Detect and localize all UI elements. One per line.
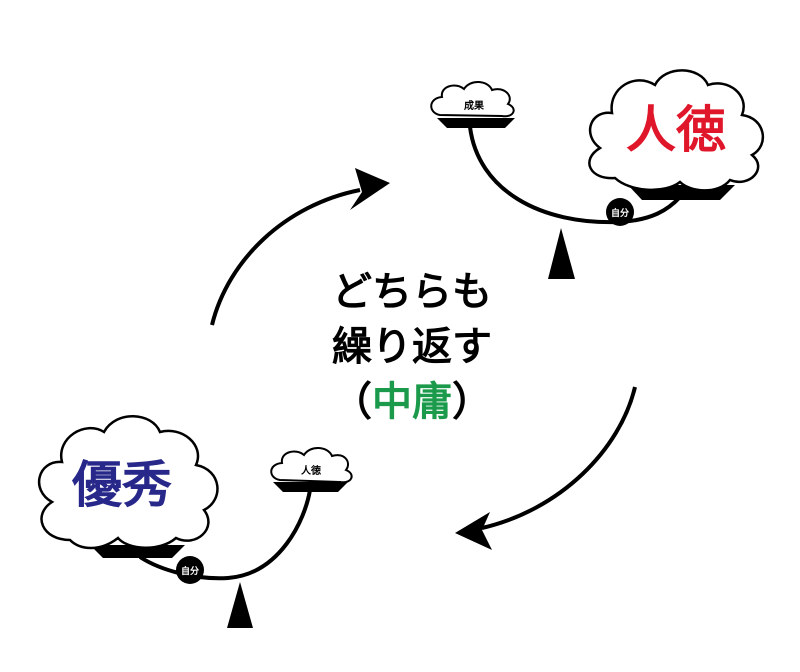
bottom-small-cloud-label: 人徳 [301,464,321,477]
bottom-small-pan [273,482,348,492]
center-paren-open: （ [332,379,372,425]
top-small-pan [437,118,515,128]
bottom-fulcrum [227,582,253,628]
bottom-big-cloud: 優秀 [37,415,219,550]
bottom-fulcrum-label: 自分 [181,565,199,577]
bottom-big-cloud-label: 優秀 [71,456,172,514]
center-paren-close: ） [452,379,492,425]
top-scale-beam [468,126,682,225]
center-highlight: 中庸 [372,379,452,425]
center-caption: どちらも 繰り返す （中庸） [332,269,492,425]
top-big-cloud-label: 人徳 [626,101,726,159]
cycle-arrow-up [210,168,390,326]
top-small-cloud: 成果 [430,81,515,118]
center-line-1: どちらも [332,269,492,315]
top-fulcrum-label: 自分 [611,207,629,219]
center-line-3: （中庸） [332,379,492,425]
bottom-scale: 優秀 人徳 自分 [37,415,353,628]
top-big-cloud: 人徳 [588,69,765,192]
bottom-scale-beam [138,489,312,581]
top-scale: 成果 人徳 自分 [430,69,765,279]
top-fulcrum-badge: 自分 [606,198,634,226]
top-small-cloud-label: 成果 [464,99,485,112]
bottom-small-cloud: 人徳 [270,447,353,484]
top-fulcrum [548,228,575,279]
center-line-2: 繰り返す [332,324,492,370]
bottom-fulcrum-badge: 自分 [176,556,204,584]
cycle-arrow-down [455,386,637,550]
bottom-big-pan [90,545,185,558]
